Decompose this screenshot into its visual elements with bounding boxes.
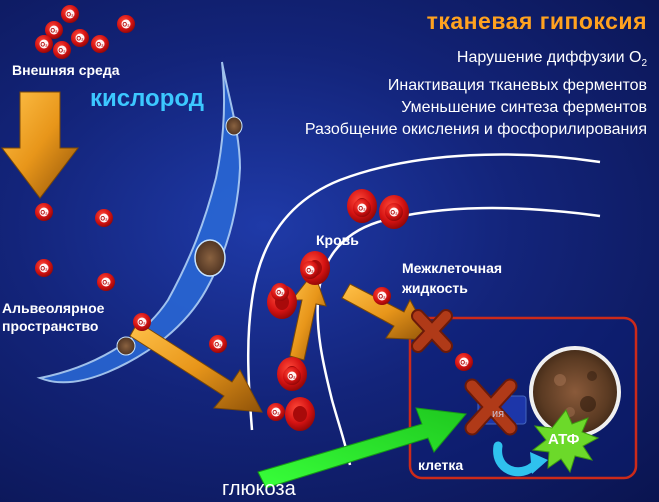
label-cell: клетка xyxy=(418,457,464,473)
label-enzyme-fragment: ия xyxy=(492,408,505,420)
label-oxygen: кислород xyxy=(90,85,204,112)
block-cross-cell xyxy=(464,378,518,436)
alveolar-cell xyxy=(36,61,243,384)
label-blood: Кровь xyxy=(316,232,359,248)
inhalation-arrow-shape xyxy=(0,91,80,199)
mechanism-diffusion-subscript: 2 xyxy=(641,58,647,70)
mechanism-uncoupling: Разобщение окисления и фосфорилирования xyxy=(304,121,647,139)
transport-arrow-vessel xyxy=(289,270,327,361)
label-alveolar-line2: пространство xyxy=(2,318,99,334)
diffusion-arrow-alveolar xyxy=(129,321,263,413)
label-interstitial-fluid: Межклеточная жидкость xyxy=(402,258,502,298)
mechanism-enzyme-synthesis: Уменьшение синтеза ферментов xyxy=(401,99,647,117)
label-interstitial-line1: Межклеточная xyxy=(402,260,503,276)
cycle-arrow-head xyxy=(530,452,548,474)
mechanism-enzyme-inactivation: Инактивация тканевых ферментов xyxy=(387,77,647,95)
cycle-arrow xyxy=(493,441,541,477)
glucose-arrow xyxy=(257,407,467,489)
mechanism-diffusion: Нарушение диффузии О2 xyxy=(305,47,647,75)
mechanism-list: Нарушение диффузии О2 Инактивация тканев… xyxy=(305,47,647,141)
block-cross-interstitial xyxy=(411,309,453,353)
label-interstitial-line2: жидкость xyxy=(402,280,468,296)
label-alveolar-space: Альвеолярное пространство xyxy=(2,299,104,335)
label-external-environment: Внешняя среда xyxy=(12,62,120,78)
mechanism-diffusion-text: Нарушение диффузии О xyxy=(456,49,642,66)
label-atp: АТФ xyxy=(548,431,580,448)
label-glucose: глюкоза xyxy=(222,478,296,500)
page-title: тканевая гипоксия xyxy=(426,8,647,34)
atp-burst xyxy=(531,409,600,474)
diffusion-arrow-interstitial xyxy=(341,283,433,341)
label-alveolar-line1: Альвеолярное xyxy=(2,300,105,316)
